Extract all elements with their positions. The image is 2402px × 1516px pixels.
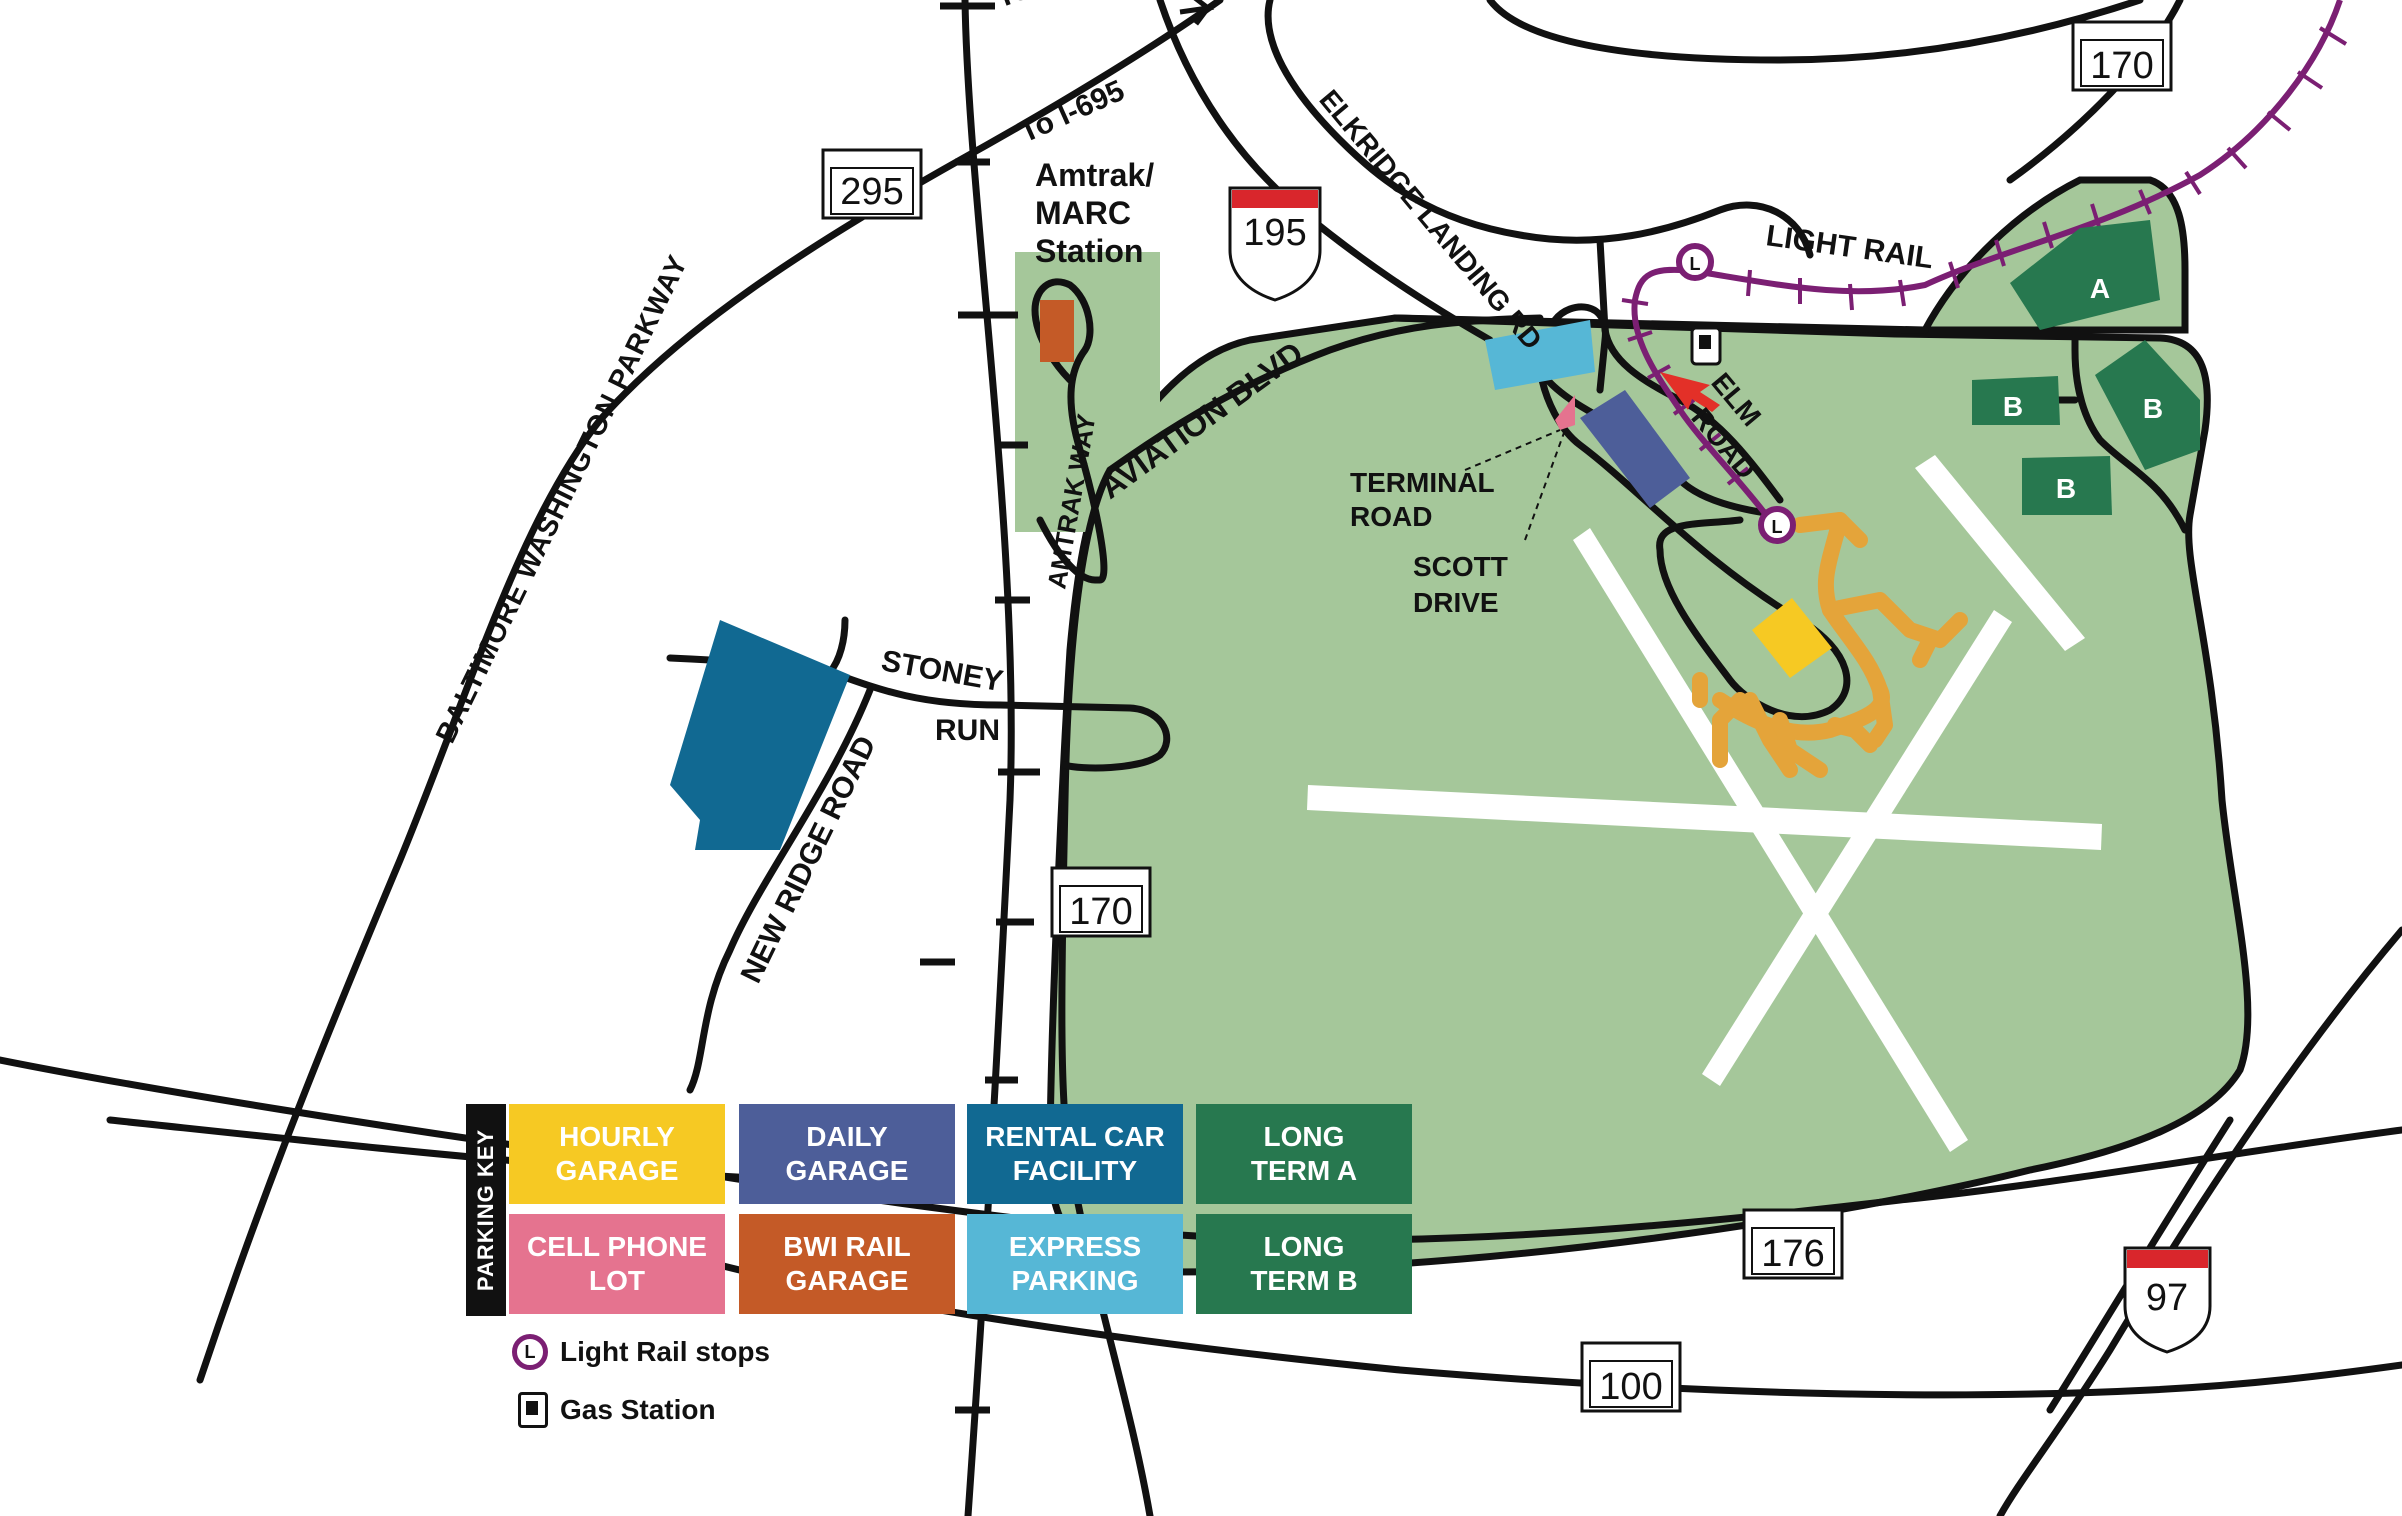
svg-text:100: 100 [1599, 1366, 1662, 1408]
interstate-97-shield: 97 [2123, 1246, 2212, 1354]
hourly-garage [1752, 598, 1832, 678]
daily-garage [1580, 390, 1690, 508]
bwi-rail-garage [1040, 300, 1074, 362]
light-rail-ties [1621, 26, 2348, 486]
route-100-shield: 100 [1580, 1341, 1682, 1413]
road-ticks [920, 2, 1040, 1414]
station-label-3: Station [1035, 233, 1143, 269]
terminal-building [1692, 512, 1968, 778]
scott-drive-label-2: DRIVE [1413, 587, 1499, 618]
long-term-b-lot-3 [2022, 456, 2112, 515]
long-term-b-lot-1 [1972, 376, 2060, 425]
route-295-shield: 295 [821, 148, 923, 220]
route-170-shield-south: 170 [1050, 866, 1152, 938]
gas-legend-label: Gas Station [560, 1394, 716, 1425]
legend-gas-row: Gas Station [518, 1392, 716, 1428]
lot-b3-label: B [2056, 473, 2076, 504]
terminal-road-label-2: ROAD [1350, 501, 1432, 532]
lot-b2-label: B [2143, 393, 2163, 424]
light-rail-legend-label: Light Rail stops [560, 1336, 770, 1367]
light-rail-stop-south: L [1758, 506, 1796, 544]
svg-text:L: L [1772, 517, 1783, 537]
cell-phone-lot [1555, 395, 1575, 430]
station-label-1: Amtrak/ [1035, 157, 1154, 193]
lot-b1-label: B [2003, 391, 2023, 422]
scott-drive-label-1: SCOTT [1413, 551, 1508, 582]
svg-text:L: L [1690, 254, 1701, 274]
to-i695-label: To I-695 [1014, 74, 1129, 149]
light-rail-stop-icon: L [512, 1334, 548, 1370]
long-term-a-lot [2010, 220, 2160, 330]
long-term-b-lot-2 [2095, 340, 2200, 470]
run-label: RUN [935, 714, 1000, 747]
express-parking [1485, 320, 1595, 390]
terminal-arrow [1660, 372, 1720, 412]
terminal-road-label-1: TERMINAL [1350, 467, 1495, 498]
light-rail-label: LIGHT RAIL [1764, 219, 1935, 275]
stoney-label: STONEY [879, 644, 1006, 698]
parking-key-bar [466, 1104, 506, 1316]
to-i95-arrow [1179, 0, 1215, 26]
lot-a-label: A [2090, 273, 2110, 304]
to-i95-label: To I-95 [991, 0, 1091, 15]
parking-key-title: PARKING KEY [473, 1128, 499, 1292]
svg-text:195: 195 [1243, 212, 1306, 254]
elkridge-label: ELKRIDGE LANDING RD [1313, 84, 1548, 355]
gas-pump-icon [518, 1392, 548, 1428]
bw-parkway-label: BALTIMORE WASHINGTON PARKWAY [430, 250, 694, 748]
svg-text:170: 170 [2090, 45, 2153, 87]
route-170-shield-north: 170 [2071, 20, 2173, 92]
route-176-shield: 176 [1742, 1208, 1844, 1280]
rental-car-facility [670, 620, 850, 850]
svg-text:97: 97 [2146, 1277, 2188, 1319]
svg-text:176: 176 [1761, 1233, 1824, 1275]
leader-lines [1464, 429, 1566, 541]
gas-station-icon [1690, 326, 1722, 366]
station-label-2: MARC [1035, 195, 1131, 231]
airport-grounds [1046, 314, 2252, 1276]
svg-text:295: 295 [840, 171, 903, 213]
legend-light-rail-row: L Light Rail stops [512, 1334, 770, 1370]
svg-text:170: 170 [1069, 891, 1132, 933]
light-rail-stop-north: L [1676, 243, 1714, 281]
interstate-195-shield: 195 [1228, 186, 1322, 302]
runways [1307, 455, 2102, 1152]
